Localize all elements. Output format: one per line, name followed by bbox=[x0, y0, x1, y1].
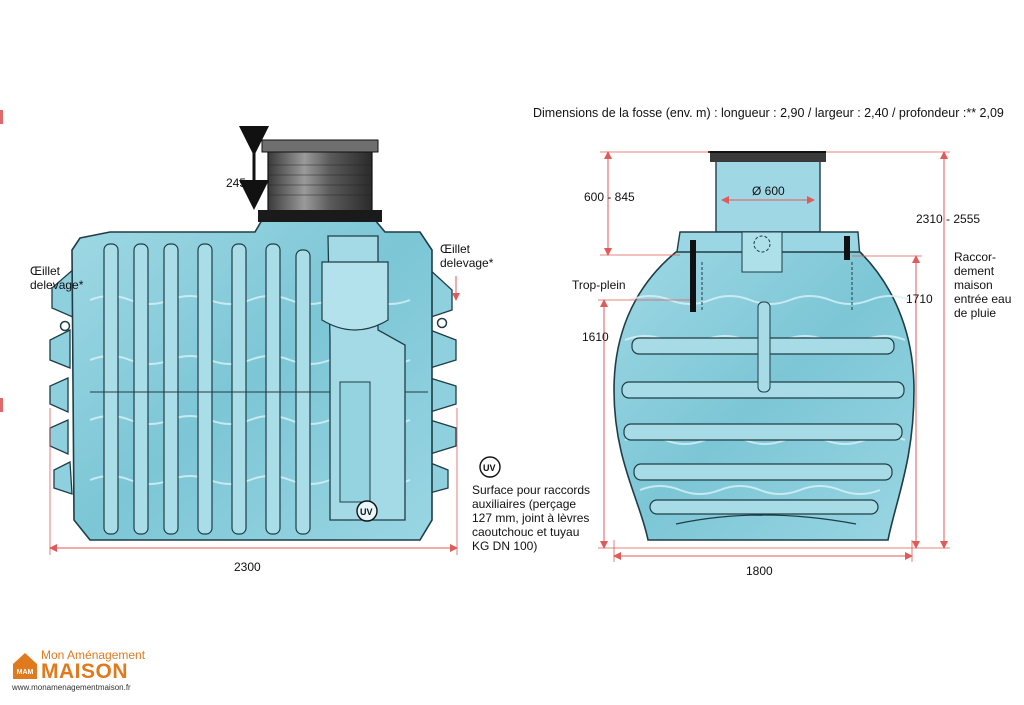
front-view-tank bbox=[598, 151, 950, 562]
uv-note-badge-circle bbox=[479, 456, 501, 478]
label-line: delevage* bbox=[440, 256, 494, 270]
width-label: 1800 bbox=[746, 564, 773, 578]
brand-top-line: Mon Aménagement bbox=[41, 648, 146, 662]
diameter-label: Ø 600 bbox=[752, 184, 785, 198]
uv-note-text: Surface pour raccords auxiliaires (perça… bbox=[472, 483, 590, 553]
house-logo-icon: MAM bbox=[13, 653, 37, 679]
note-line: auxiliaires (perçage bbox=[472, 497, 577, 511]
dimensions-header: Dimensions de la fosse (env. m) : longue… bbox=[533, 106, 1004, 120]
inlet-label: Raccor- dement maison entrée eau de plui… bbox=[954, 250, 1011, 320]
uv-badge-side: UV bbox=[360, 507, 373, 517]
note-line: 127 mm, joint à lèvres bbox=[472, 511, 590, 525]
label-line: de pluie bbox=[954, 306, 997, 320]
note-line: KG DN 100) bbox=[472, 539, 538, 553]
label-line: maison bbox=[954, 278, 993, 292]
riser-range-label: 600 - 845 bbox=[584, 190, 635, 204]
edge-mark bbox=[0, 398, 3, 412]
uv-note-badge: UV bbox=[483, 463, 496, 473]
label-line: Raccor- bbox=[954, 250, 997, 264]
total-height-label: 2310 - 2555 bbox=[916, 212, 981, 226]
length-label: 2300 bbox=[234, 560, 261, 574]
brand-name: MAISON bbox=[41, 660, 128, 683]
label-line: Œillet bbox=[30, 264, 61, 278]
label-line: delevage* bbox=[30, 278, 84, 292]
side-view-tank bbox=[49, 126, 460, 555]
label-line: Œillet bbox=[440, 242, 471, 256]
brand-logo[interactable]: MAM Mon Aménagement MAISON www.monamenag… bbox=[10, 648, 145, 696]
note-line: caoutchouc et tuyau bbox=[472, 525, 580, 539]
brand-url[interactable]: www.monamenagementmaison.fr bbox=[12, 683, 131, 692]
edge-mark bbox=[0, 110, 3, 124]
lifting-eye-right-label: Œillet delevage* bbox=[440, 242, 493, 270]
label-line: entrée eau bbox=[954, 292, 1012, 306]
inlet-height-label: 1710 bbox=[906, 292, 933, 306]
overflow-height-label: 1610 bbox=[582, 330, 609, 344]
lifting-eye-left-label: Œillet delevage* bbox=[30, 264, 83, 292]
logo-text: MAM bbox=[17, 669, 34, 676]
overflow-label: Trop-plein bbox=[572, 278, 626, 292]
riser-height-label: 245 bbox=[226, 176, 247, 190]
note-line: Surface pour raccords bbox=[472, 483, 591, 497]
label-line: dement bbox=[954, 264, 995, 278]
